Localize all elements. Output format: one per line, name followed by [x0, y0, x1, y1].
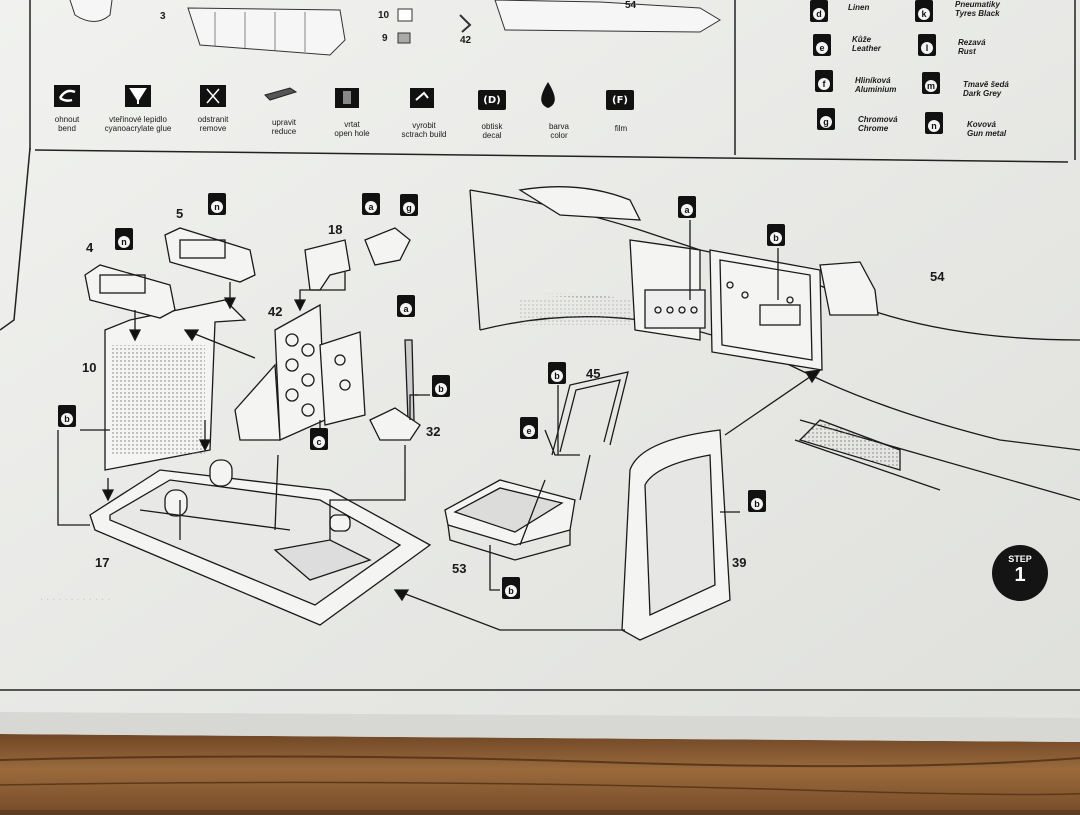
- film-icon: (F): [606, 90, 634, 110]
- part-39: 39: [732, 555, 747, 570]
- color-drop-icon: n: [925, 112, 943, 134]
- svg-text:. . . . . . . . . . . .: . . . . . . . . . . . .: [40, 591, 110, 603]
- part-45: 45: [586, 366, 601, 381]
- top-part-54: 54: [625, 0, 637, 11]
- top-part-3: 3: [160, 11, 166, 22]
- color-drop-icon: f: [815, 70, 833, 92]
- top-part-9: 9: [382, 33, 388, 44]
- paint-callout-icon: e: [520, 417, 538, 439]
- paint-callout-icon: a: [678, 196, 696, 218]
- paint-callout-icon: b: [432, 375, 450, 397]
- top-part-10: 10: [378, 10, 390, 21]
- paint-callout-icon: a: [362, 193, 380, 215]
- paint-callout-icon: b: [748, 490, 766, 512]
- wooden-table: [0, 730, 1080, 810]
- color-drop-icon: m: [922, 72, 940, 94]
- paint-callout-icon: b: [58, 405, 76, 427]
- part-53: 53: [452, 561, 467, 576]
- paint-callout-icon: c: [310, 428, 328, 450]
- part-42: 42: [268, 304, 283, 319]
- part-4: 4: [86, 240, 94, 255]
- part-18: 18: [328, 222, 343, 237]
- decal-icon: (D): [478, 90, 506, 110]
- color-drop-icon: k: [915, 0, 933, 22]
- paint-callout-icon: g: [400, 194, 418, 216]
- part-5: 5: [176, 206, 184, 221]
- step-badge: STEP 1: [992, 545, 1048, 601]
- step-label: STEP: [1008, 554, 1032, 564]
- part-32: 32: [426, 424, 441, 439]
- paint-callout-icon: n: [208, 193, 226, 215]
- step-number: 1: [1014, 564, 1026, 586]
- legend-film: film: [614, 124, 628, 133]
- top-part-42: 42: [460, 35, 472, 46]
- color-drop-icon: e: [813, 34, 831, 56]
- part-17: 17: [95, 555, 110, 570]
- color-drop-icon: g: [817, 108, 835, 130]
- paint-callout-icon: b: [548, 362, 566, 384]
- legend-icons: [54, 82, 555, 108]
- part-54: 54: [930, 269, 945, 284]
- paint-callout-icon: b: [502, 577, 520, 599]
- color-drop-icon: d: [810, 0, 828, 22]
- paint-callout-icon: n: [115, 228, 133, 250]
- part-10: 10: [82, 360, 97, 375]
- color-d-label: Linen: [848, 3, 870, 12]
- assembly-diagram: [57, 186, 1080, 641]
- color-drop-icon: l: [918, 34, 936, 56]
- paint-callout-icon: b: [767, 224, 785, 246]
- paint-callout-icon: a: [397, 295, 415, 317]
